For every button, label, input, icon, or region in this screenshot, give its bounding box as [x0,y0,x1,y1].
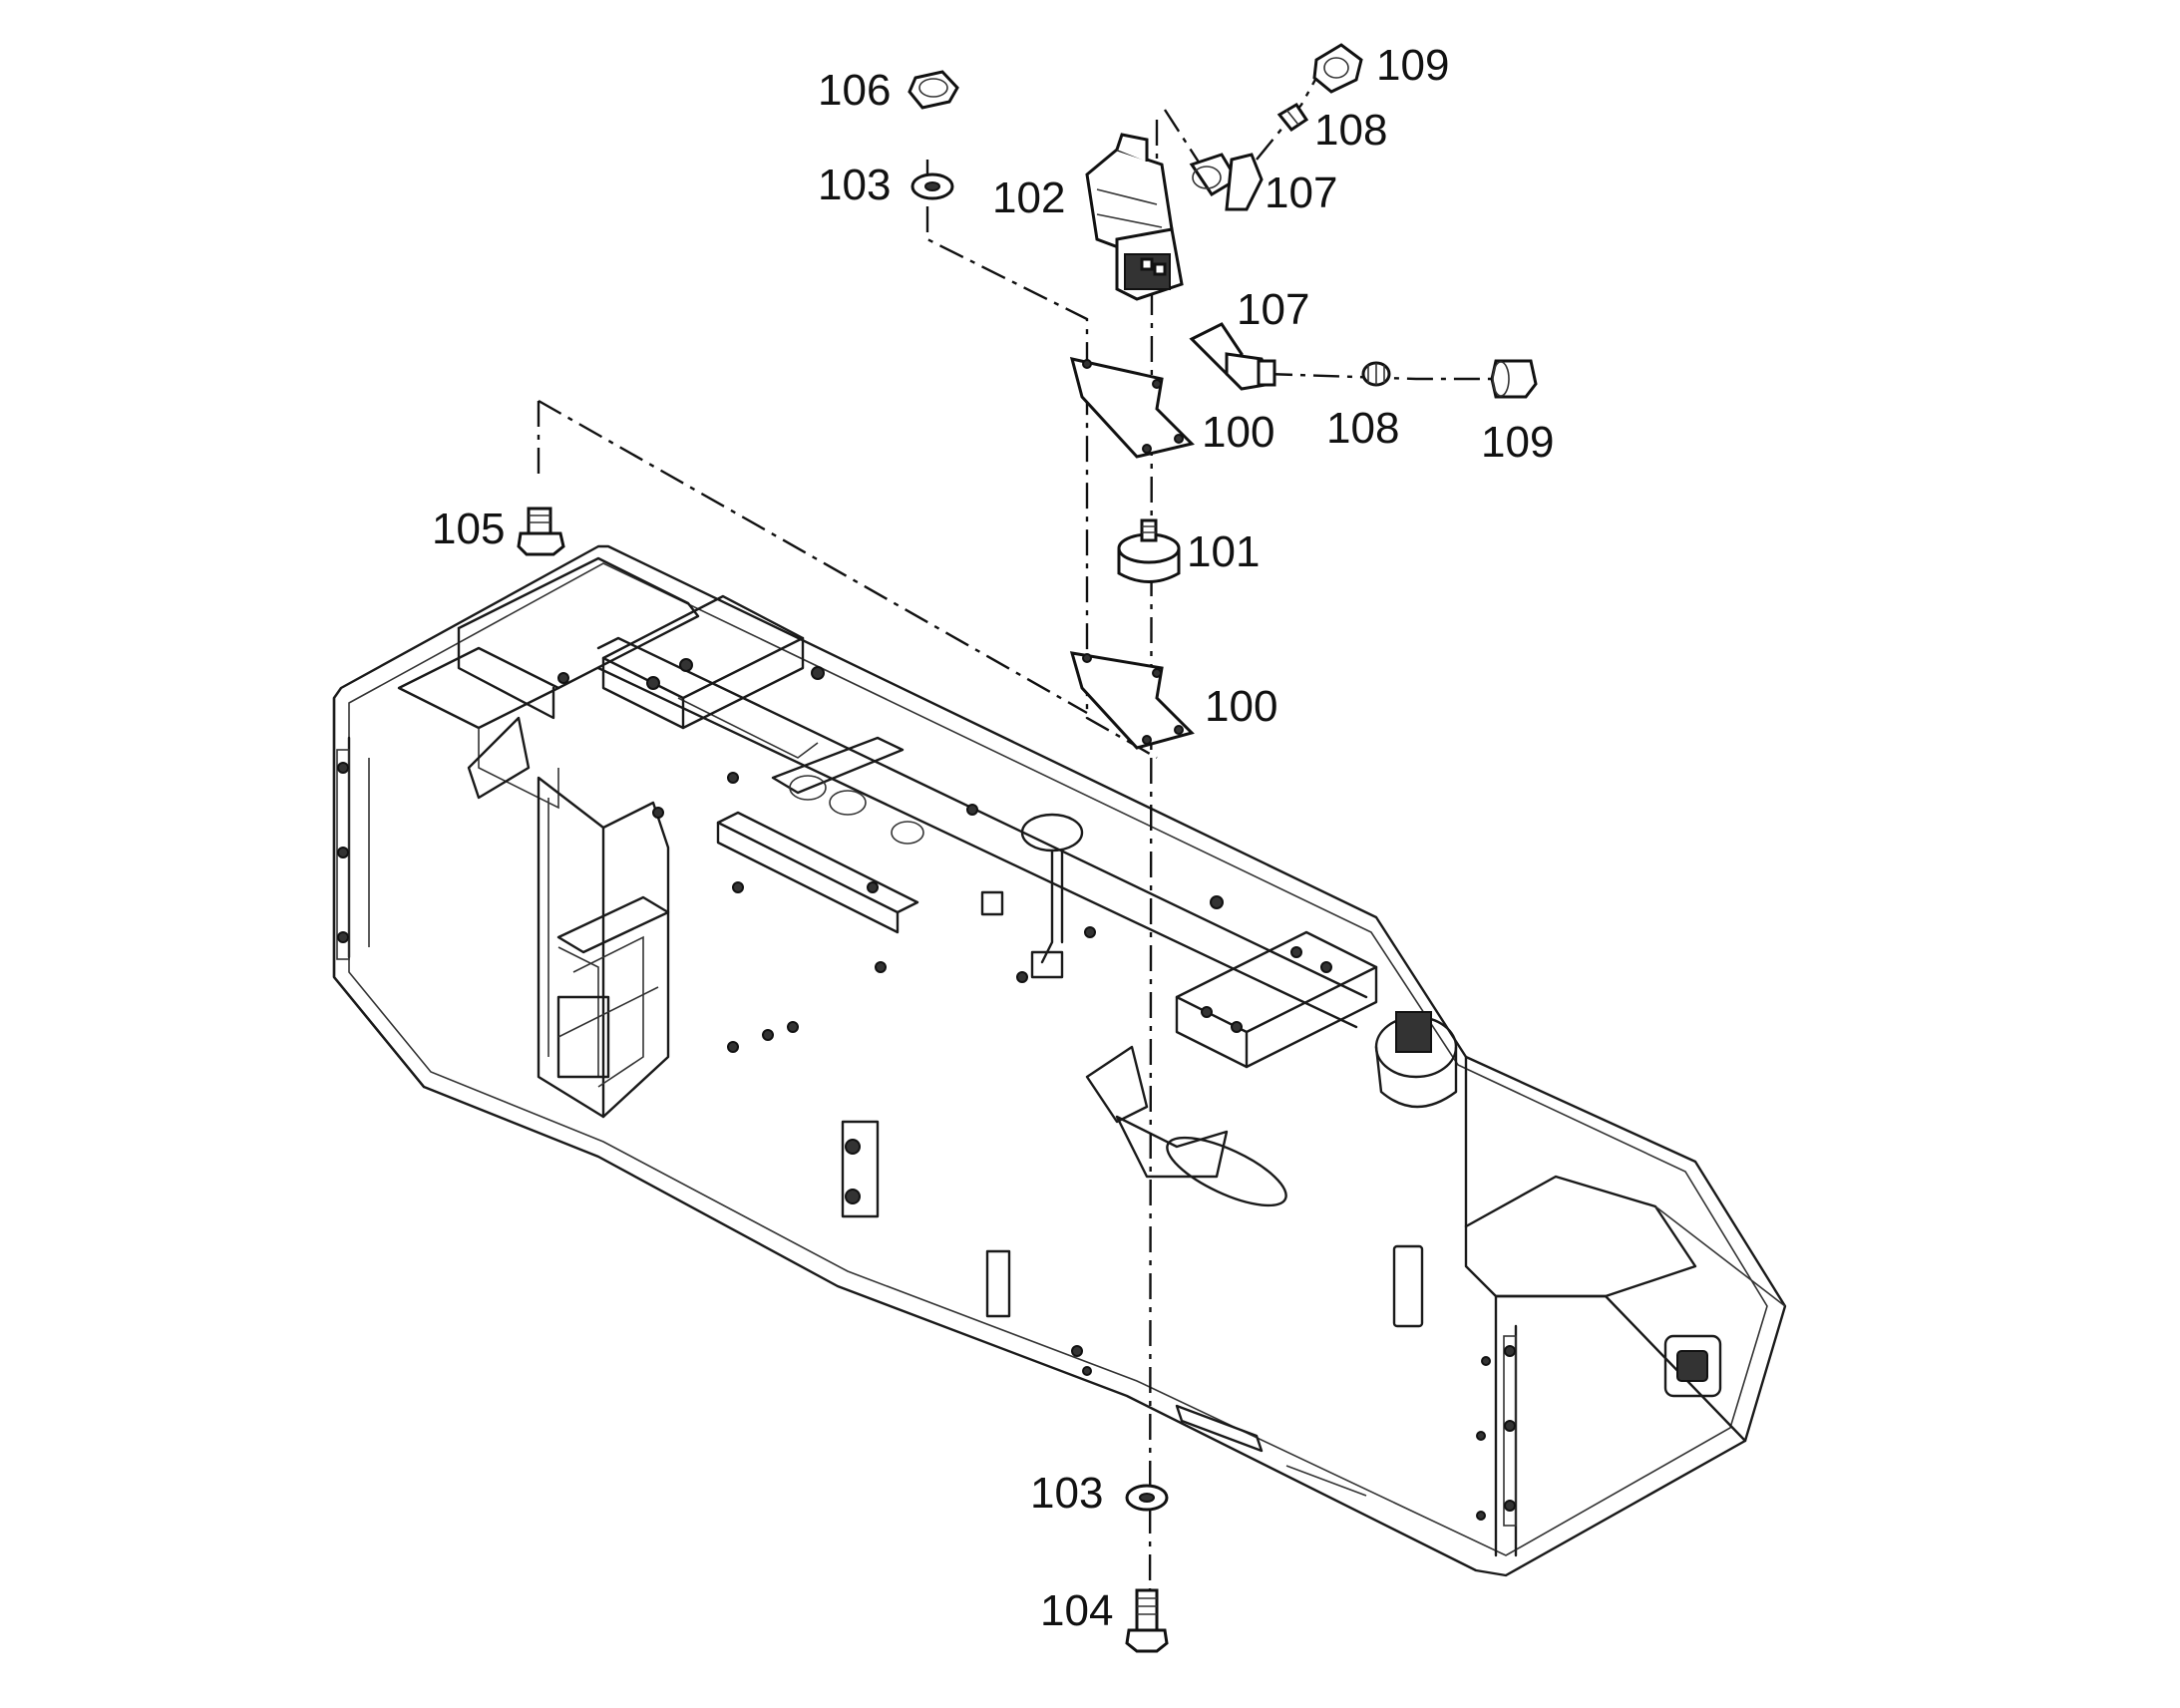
part-105-bolt [517,507,565,556]
part-102-valve [1085,133,1184,301]
part-101-isolator [1117,518,1181,583]
part-107-elbow-top [1189,153,1264,211]
callout-109-top: 109 [1376,41,1449,90]
part-107-elbow-bottom [1189,322,1276,391]
part-109-cap-top [1312,43,1363,94]
callout-103-top: 103 [818,161,891,209]
part-103-washer-bottom [1125,1484,1169,1512]
part-103-washer-top [910,172,954,200]
part-100-bracket-upper [1069,357,1195,459]
assembly-center-lines [537,59,1521,1636]
part-104-bolt [1125,1588,1169,1653]
part-108-fitting-top [1276,102,1309,133]
part-100-bracket-lower [1069,651,1195,750]
callout-100-upper: 100 [1202,408,1274,457]
part-109-cap-right [1490,359,1538,399]
chassis-frame [332,544,1787,1577]
callout-103-bottom: 103 [1030,1469,1103,1518]
part-108-fitting-right [1361,361,1391,387]
callout-108-right: 108 [1326,404,1399,453]
part-106-nut [908,70,959,110]
callout-108-top: 108 [1314,106,1387,155]
callout-107-top: 107 [1265,169,1337,217]
callout-100-lower: 100 [1205,682,1277,731]
callout-101: 101 [1187,527,1260,576]
callout-109-right: 109 [1481,418,1554,467]
callout-107-bottom: 107 [1237,285,1309,334]
callout-104: 104 [1040,1586,1113,1635]
callout-102: 102 [992,173,1065,222]
callout-105: 105 [432,505,505,553]
callout-106: 106 [818,66,891,115]
